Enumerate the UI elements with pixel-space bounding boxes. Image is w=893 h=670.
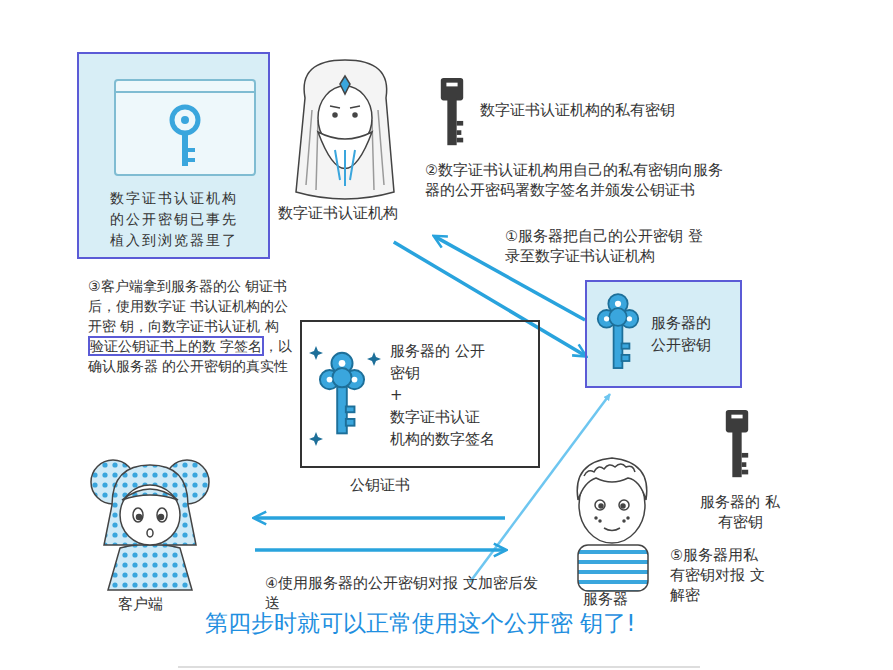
label-text: ⑤服务器用私 有密钥对报 文解密 [670, 545, 770, 605]
step-text: ④使用服务器的公开密钥对报 文加密后发送 [265, 573, 545, 613]
certificate-text: + [390, 384, 498, 406]
flow-arrow [255, 548, 505, 552]
label-text: ①服务器把自己的公开密钥 登录至数字证书认证机构 [505, 226, 705, 266]
node-label: 服务器的 公开密钥 [651, 312, 717, 356]
client-figure [91, 460, 209, 590]
public-key-box: 服务器的 公开密钥 [585, 280, 742, 388]
server-private-key-icon [726, 410, 748, 477]
server-public-key-icon [598, 294, 638, 368]
label-text: ②数字证书认证机构用自己的私有密钥向服务 器的公开密码署数字签名并颁发公钥证书 [425, 160, 737, 200]
certificate-text: 数字证书认证 机构的数字签名 [390, 406, 498, 450]
note-text: 第四步时就可以正常使用这个公开密 钥了! [205, 610, 645, 637]
browser-window [115, 80, 255, 175]
step-text: ①服务器把自己的公开密钥 登录至数字证书认证机构 [505, 226, 705, 266]
step-text: ②数字证书认证机构用自己的私有密钥向服务 器的公开密码署数字签名并颁发公钥证书 [425, 160, 737, 200]
rule-line [178, 667, 700, 668]
node-label: 数字证书认证机构 [278, 204, 398, 223]
step-text: 数字证书认证机构的私有密钥 [480, 100, 740, 120]
certificate-heading: 公钥证书 [300, 476, 540, 495]
server-figure [577, 458, 648, 591]
certificate-authority-figure [296, 60, 394, 199]
node-label: 数字证书认证机构 的公开密钥已事先 植入到浏览器里了 [104, 188, 244, 251]
step-text: 服务器的 私有密钥 [700, 492, 780, 532]
certificate-text: 服务器的 公开密钥 [390, 340, 498, 384]
certificate-box: 服务器的 公开密钥+数字证书认证 机构的数字签名公钥证书 [300, 320, 540, 495]
authority-figure-node: 数字证书认证机构 [270, 62, 435, 242]
ca-private-key-icon [441, 78, 463, 145]
browser-key-box: 数字证书认证机构 的公开密钥已事先 植入到浏览器里了 [77, 52, 270, 259]
label-text: ④使用服务器的公开密钥对报 文加密后发送 [265, 573, 545, 613]
label-text: 第四步时就可以正常使用这个公开密 钥了! [205, 610, 645, 637]
highlighted-text: 验证公钥证书上的数 字签名 [88, 336, 264, 356]
label-text: 服务器的 私有密钥 [700, 492, 780, 532]
flow-arrow [255, 516, 505, 520]
client-figure-node: 客户端 [90, 445, 255, 615]
label-text: ③客户端拿到服务器的公 钥证书后，使用数字证 书认证机构的公开密 钥，向数字证书… [88, 278, 288, 334]
annotation-arrow [470, 394, 610, 582]
certificate-frame: 服务器的 公开密钥+数字证书认证 机构的数字签名 [300, 320, 540, 468]
node-label: 服务器 [583, 590, 628, 609]
sparkles [309, 346, 381, 446]
label-text: 数字证书认证机构的私有密钥 [480, 100, 740, 120]
server-key-panel-fill [585, 280, 742, 388]
node-label: 客户端 [118, 595, 163, 614]
step-text: ③客户端拿到服务器的公 钥证书后，使用数字证 书认证机构的公开密 钥，向数字证书… [88, 276, 293, 376]
certificate-key-icon [320, 353, 364, 434]
step-text: ⑤服务器用私 有密钥对报 文解密 [670, 545, 770, 605]
browser-panel-fill [77, 52, 270, 259]
